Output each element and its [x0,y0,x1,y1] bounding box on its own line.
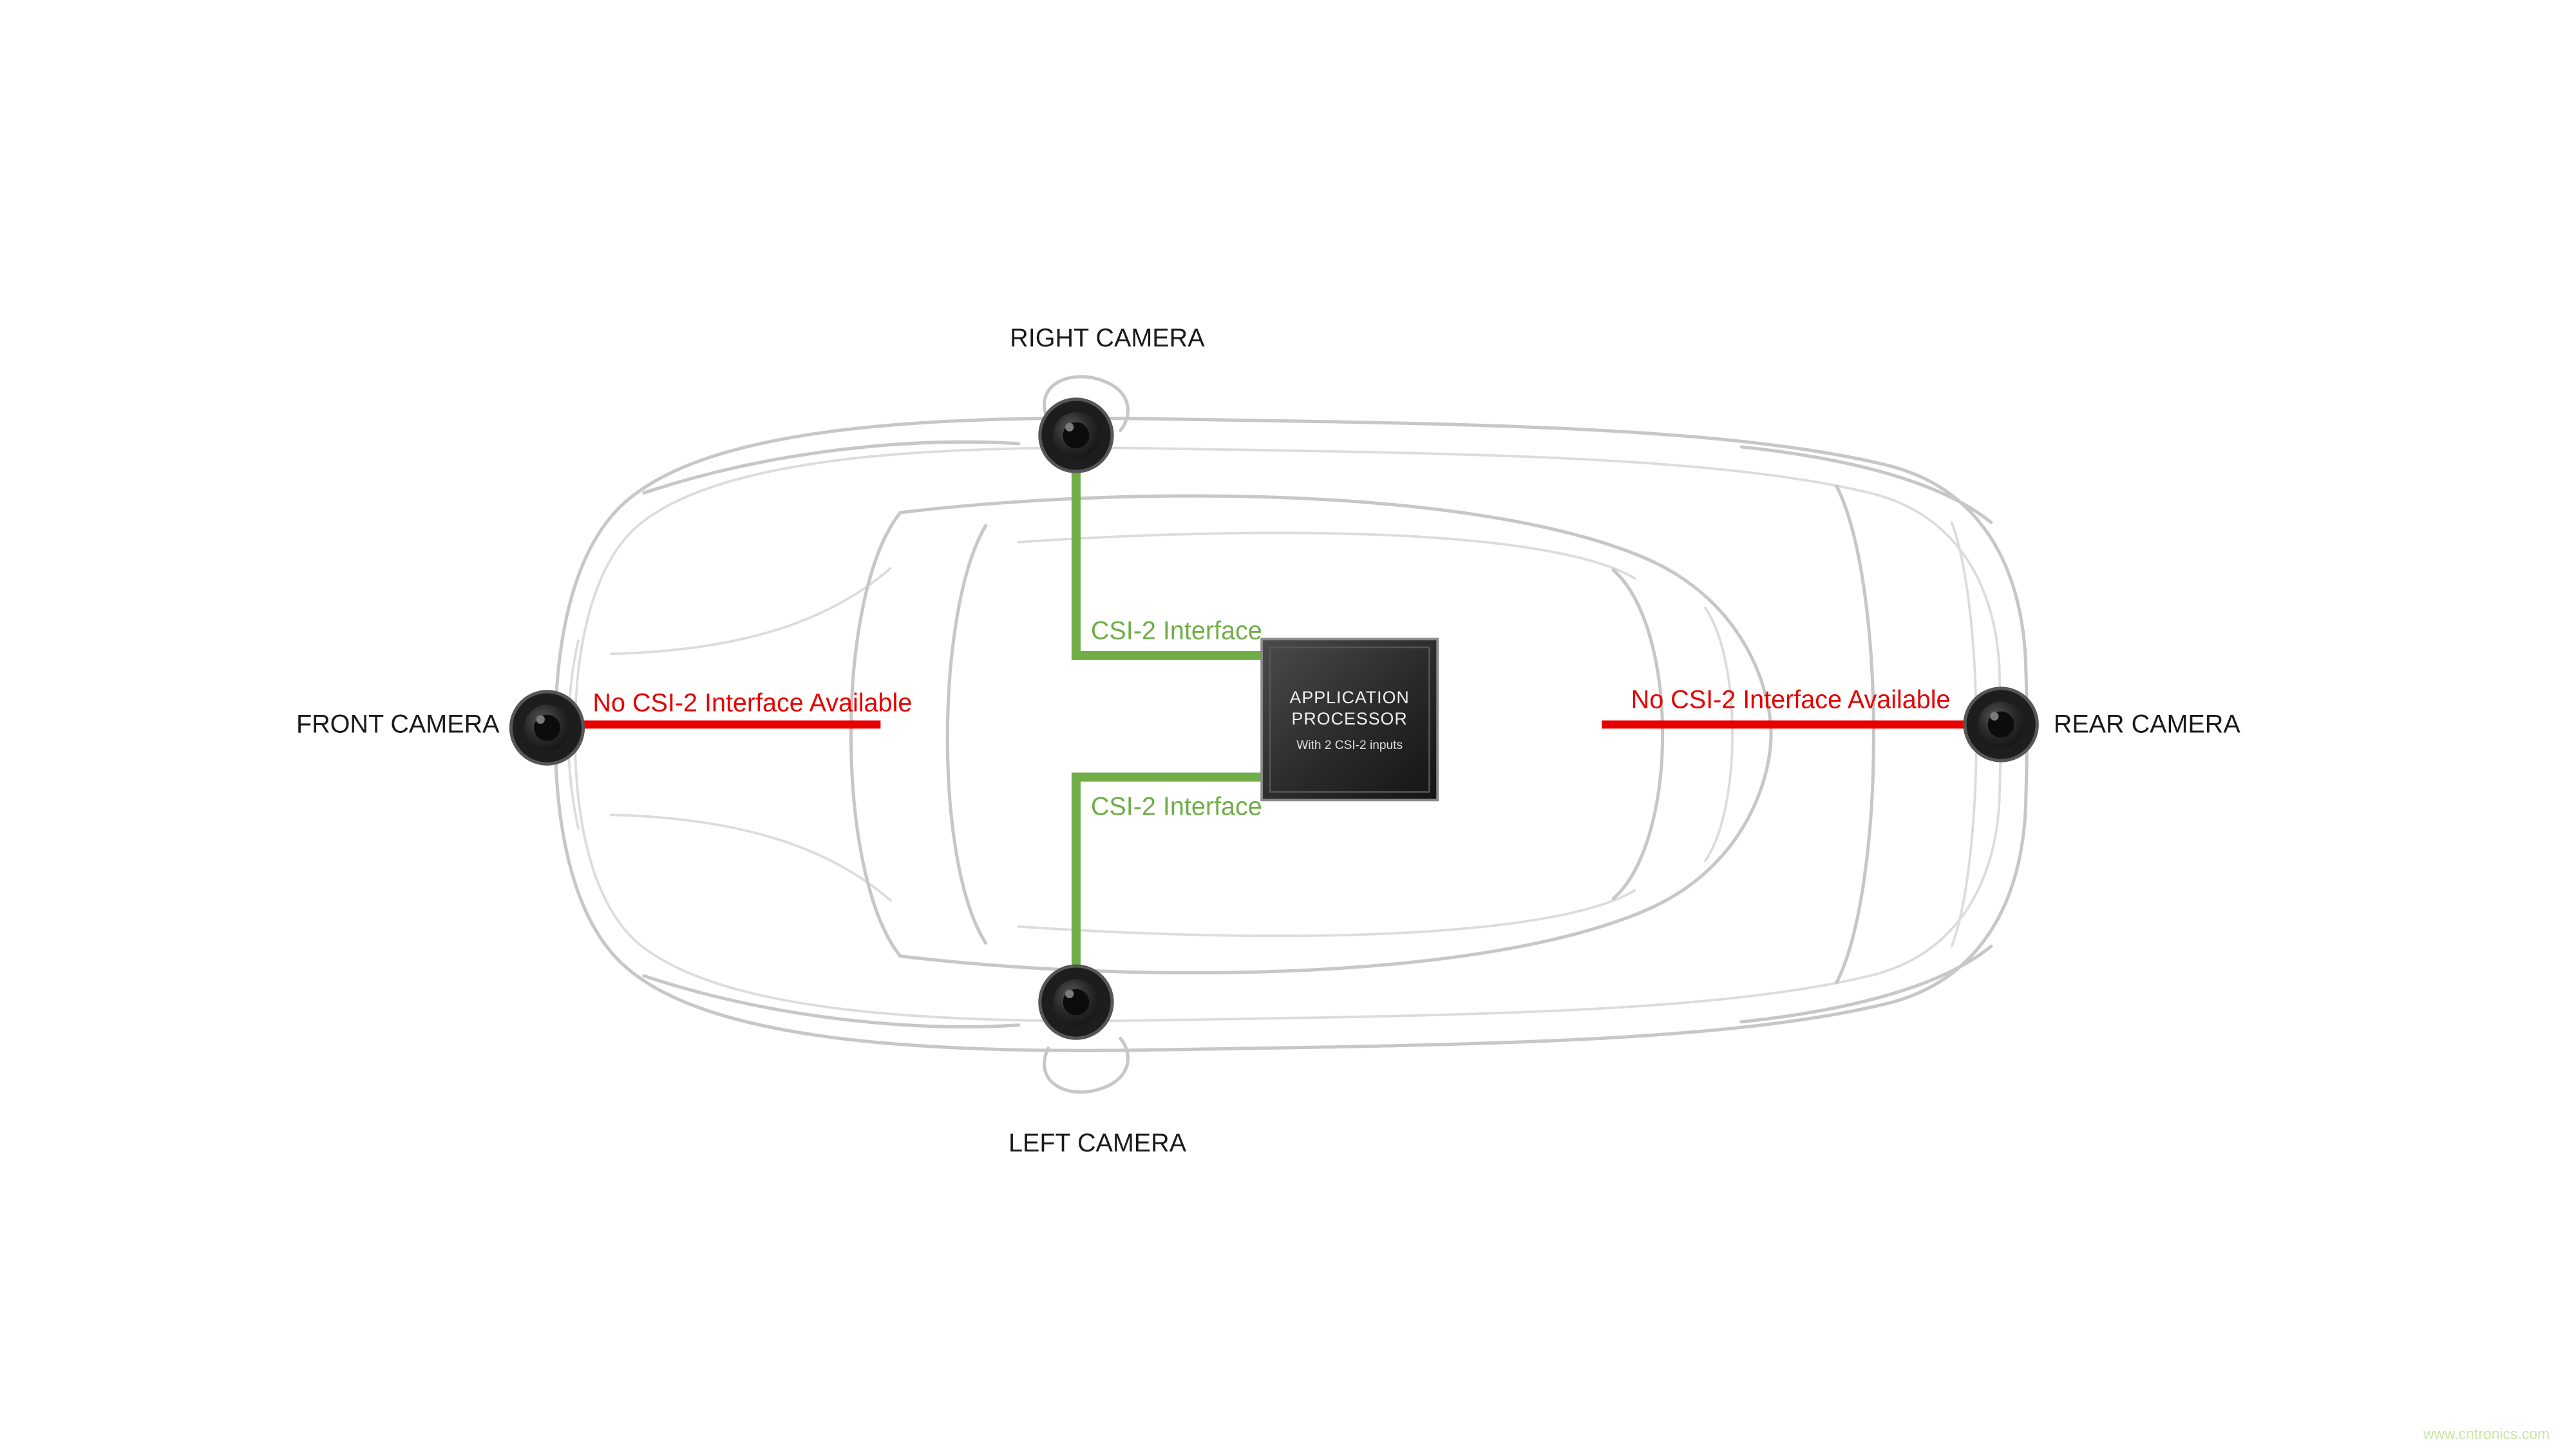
processor-subtitle: With 2 CSI-2 inputs [1296,739,1403,752]
car-trunk-line [1835,484,1875,985]
car-hood-crease-bottom [610,813,892,902]
car-hood-crease-top [610,567,892,656]
processor-title-line2: PROCESSOR [1292,709,1408,728]
text-labels: RIGHT CAMERA LEFT CAMERA FRONT CAMERA RE… [296,324,2550,1442]
car-mirror-bottom [1043,1036,1130,1094]
car-windshield-arc [945,524,988,945]
car-roof-crease-bottom [1017,889,1636,938]
rear-camera-highlight [1990,712,1999,721]
right-camera-bezel [1038,397,1114,473]
csi2-line-left-camera [1071,772,1262,974]
left-camera-bezel [1038,964,1114,1040]
car-mirror-top [1043,375,1130,432]
processor-title-line1: APPLICATION [1290,688,1410,707]
car-rear-swoosh-bottom [1739,944,1993,1024]
rear-camera-label: REAR CAMERA [2054,710,2241,739]
csi2-line-right-camera [1071,464,1262,660]
left-camera-highlight [1065,989,1074,998]
watermark: www.cntronics.com [2423,1426,2550,1443]
car-top-view-illustration [553,375,2029,1094]
front-camera-label: FRONT CAMERA [296,710,500,739]
right-camera-icon [1038,397,1114,473]
right-camera-label: RIGHT CAMERA [1010,324,1205,352]
processor-chip [1260,638,1439,802]
csi2-interface-top-label: CSI-2 Interface [1091,616,1262,645]
connection-lines [574,464,1976,974]
rear-camera-bezel [1963,687,2039,762]
no-csi2-rear-label: No CSI-2 Interface Available [1631,685,1951,714]
front-camera-icon [509,690,585,766]
processor-chip-inner-border [1269,646,1430,793]
car-hood-swoosh-bottom [642,974,1021,1028]
car-rear-swoosh-top [1739,445,1993,524]
application-processor-box: APPLICATION PROCESSOR With 2 CSI-2 input… [1260,638,1439,802]
no-csi2-front-label: No CSI-2 Interface Available [592,689,912,717]
car-roof-crease-top [1017,531,1636,580]
right-camera-highlight [1065,422,1074,431]
left-camera-label: LEFT CAMERA [1009,1129,1187,1157]
car-rear-window-arc [1611,568,1665,900]
car-hood-swoosh-top [642,440,1021,495]
front-camera-highlight [536,715,545,724]
front-camera-bezel [509,690,585,766]
left-camera-icon [1038,964,1114,1040]
car-cabin-outline [849,494,1773,975]
csi2-interface-bottom-label: CSI-2 Interface [1091,792,1262,820]
car-rear-window-arc-2 [1704,606,1734,862]
rear-camera-icon [1963,687,2039,762]
